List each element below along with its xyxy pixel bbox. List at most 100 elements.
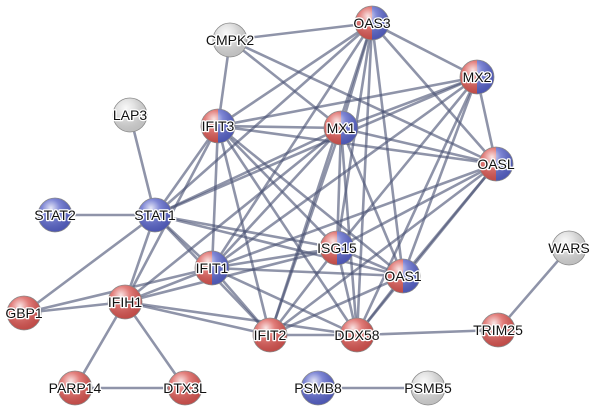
edge-mx1-isg15: [335, 126, 343, 250]
node-dtx3l[interactable]: DTX3L: [162, 370, 208, 406]
node-label-ddx58: DDX58: [334, 327, 379, 343]
node-label-oas1: OAS1: [384, 268, 422, 284]
node-label-lap3: LAP3: [113, 107, 147, 123]
edge-mx1-mx2: [339, 75, 479, 130]
node-label-ifit2: IFIT2: [254, 327, 287, 343]
node-label-parp14: PARP14: [49, 380, 102, 396]
node-mx1[interactable]: MX1: [323, 110, 359, 146]
node-label-ifit1: IFIT1: [196, 260, 229, 276]
node-label-ifit3: IFIT3: [202, 118, 235, 134]
edge-ifit3-ddx58: [216, 124, 359, 337]
node-label-gbp1: GBP1: [5, 305, 43, 321]
node-oasl[interactable]: OASL: [476, 146, 516, 182]
edge-cmpk2-mx1: [228, 38, 343, 130]
node-oas1[interactable]: OAS1: [383, 258, 423, 294]
edge-stat1-oas3: [153, 21, 374, 217]
node-stat2[interactable]: STAT2: [33, 197, 77, 233]
node-trim25[interactable]: TRIM25: [472, 312, 524, 348]
node-ddx58[interactable]: DDX58: [333, 317, 381, 353]
edge-ddx58-trim25: [355, 328, 500, 337]
edge-mx2-oas1: [401, 75, 479, 278]
node-ifit1[interactable]: IFIT1: [194, 250, 230, 286]
edge-stat1-gbp1: [22, 213, 157, 315]
edge-ifit3-ifit1: [210, 124, 220, 270]
edge-ifit3-oas3: [216, 21, 374, 128]
node-gloss: [300, 370, 336, 406]
node-label-psmb5: PSMB5: [404, 380, 452, 396]
node-gloss: [478, 146, 514, 182]
node-gloss: [37, 197, 73, 233]
edge-ifit3-oasl: [216, 124, 498, 166]
edge-oasl-ifit1: [210, 162, 498, 270]
edge-trim25-wars: [496, 246, 571, 332]
edge-oas3-oasl: [370, 21, 498, 166]
node-gloss: [167, 370, 203, 406]
node-gloss: [252, 317, 288, 353]
edge-ifit1-oas1: [210, 266, 405, 278]
node-label-trim25: TRIM25: [473, 322, 523, 338]
node-label-wars: WARS: [548, 240, 589, 256]
node-psmb5[interactable]: PSMB5: [403, 370, 453, 406]
node-gloss: [323, 110, 359, 146]
node-label-oasl: OASL: [477, 156, 515, 172]
node-gloss: [551, 230, 587, 266]
edge-mx1-ifit1: [210, 126, 343, 270]
node-psmb8[interactable]: PSMB8: [293, 370, 343, 406]
node-label-stat1: STAT1: [134, 207, 176, 223]
node-ifih1[interactable]: IFIH1: [107, 284, 144, 320]
node-gloss: [339, 317, 375, 353]
edge-oas3-mx2: [370, 21, 479, 79]
edge-oas3-ddx58: [355, 21, 374, 337]
node-gloss: [480, 312, 516, 348]
node-label-ifih1: IFIH1: [108, 294, 142, 310]
node-gloss: [319, 230, 355, 266]
node-gloss: [212, 22, 248, 58]
node-ifit3[interactable]: IFIT3: [200, 108, 236, 144]
node-parp14[interactable]: PARP14: [47, 370, 103, 406]
node-stat1[interactable]: STAT1: [133, 197, 177, 233]
edge-isg15-ifit2: [268, 246, 339, 337]
node-isg15[interactable]: ISG15: [316, 230, 358, 266]
node-gloss: [385, 258, 421, 294]
node-label-isg15: ISG15: [317, 240, 357, 256]
node-lap3[interactable]: LAP3: [112, 97, 149, 133]
node-label-cmpk2: CMPK2: [206, 32, 254, 48]
edge-oas3-ifit2: [268, 21, 374, 337]
node-ifit2[interactable]: IFIT2: [252, 317, 288, 353]
node-gloss: [194, 250, 230, 286]
node-cmpk2[interactable]: CMPK2: [205, 22, 256, 58]
edge-mx2-isg15: [335, 75, 479, 250]
node-oas3[interactable]: OAS3: [352, 5, 392, 41]
node-gloss: [57, 370, 93, 406]
node-gloss: [459, 59, 495, 95]
node-label-oas3: OAS3: [353, 15, 391, 31]
node-label-dtx3l: DTX3L: [163, 380, 207, 396]
edge-mx2-ifit1: [210, 75, 479, 270]
node-gloss: [200, 108, 236, 144]
edge-ifit2-ifih1: [123, 300, 272, 337]
edge-isg15-ifit1: [210, 246, 339, 270]
node-label-mx2: MX2: [463, 69, 492, 85]
node-label-mx1: MX1: [327, 120, 356, 136]
edge-oasl-isg15: [335, 162, 498, 250]
node-label-stat2: STAT2: [34, 207, 76, 223]
edge-cmpk2-oas3: [228, 21, 374, 42]
edge-isg15-ifih1: [123, 246, 339, 304]
edge-stat1-ifit3: [153, 124, 220, 217]
node-gloss: [354, 5, 390, 41]
node-gbp1[interactable]: GBP1: [4, 295, 44, 331]
edge-stat1-mx2: [153, 75, 479, 217]
edge-ifit3-ifit2: [216, 124, 272, 337]
edge-mx1-ifih1: [123, 126, 343, 304]
edge-oas3-ifit1: [210, 21, 374, 270]
edge-ifit3-isg15: [216, 124, 339, 250]
edge-oasl-ifit2: [268, 162, 498, 337]
node-mx2[interactable]: MX2: [459, 59, 495, 95]
edge-ifih1-dtx3l: [123, 300, 187, 390]
node-wars[interactable]: WARS: [547, 230, 591, 266]
node-gloss: [137, 197, 173, 233]
edge-oas3-oas1: [370, 21, 405, 278]
edge-ifit3-mx1: [216, 124, 343, 130]
